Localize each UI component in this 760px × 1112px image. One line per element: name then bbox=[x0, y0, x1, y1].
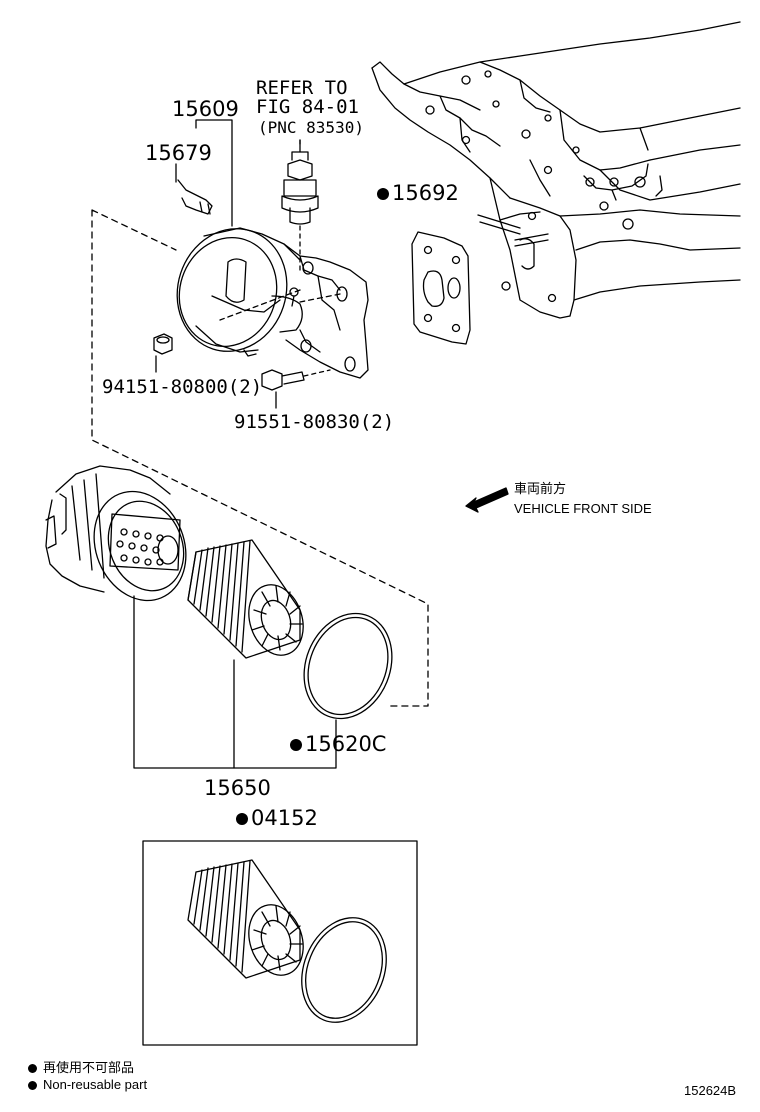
non-reusable-marker bbox=[377, 188, 389, 200]
part-15620C[interactable]: 15620C bbox=[290, 734, 386, 755]
legend-japanese: 再使用不可部品 bbox=[28, 1061, 134, 1074]
oil-filter-housing-drawing bbox=[176, 227, 369, 379]
legend-english-text: Non-reusable part bbox=[43, 1077, 148, 1092]
part-15692-label: 15692 bbox=[392, 181, 459, 205]
front-direction-japanese: 車両前方 bbox=[514, 481, 567, 496]
part-15620C-label: 15620C bbox=[305, 732, 387, 756]
o-ring-kit-drawing bbox=[301, 917, 387, 1023]
non-reusable-marker bbox=[290, 739, 302, 751]
legend-dot bbox=[28, 1064, 37, 1074]
gasket-15692-drawing bbox=[411, 231, 471, 345]
refer-line-3: (PNC 83530) bbox=[258, 118, 364, 137]
clip-15679-drawing bbox=[175, 163, 213, 215]
non-reusable-marker bbox=[236, 813, 248, 825]
refer-line-1: REFER TO bbox=[256, 77, 348, 99]
legend-english: Non-reusable part bbox=[28, 1078, 147, 1091]
bolt-91551-drawing bbox=[261, 369, 331, 409]
front-direction-arrow bbox=[465, 487, 509, 513]
engine-bracket-drawing bbox=[371, 21, 741, 319]
part-04152[interactable]: 04152 bbox=[236, 808, 318, 829]
assembly-dashed-outline bbox=[91, 209, 429, 707]
part-15650[interactable]: 15650 bbox=[204, 776, 271, 800]
part-15692[interactable]: 15692 bbox=[377, 183, 459, 204]
leader-15609 bbox=[195, 119, 233, 227]
part-15679[interactable]: 15679 bbox=[145, 141, 212, 165]
front-direction-english: VEHICLE FRONT SIDE bbox=[514, 501, 652, 516]
o-ring-upper-drawing bbox=[303, 612, 393, 720]
leader-15650 bbox=[133, 595, 337, 769]
legend-japanese-text: 再使用不可部品 bbox=[43, 1060, 135, 1075]
filter-element-drawing bbox=[187, 539, 304, 659]
nut-94151-drawing bbox=[153, 333, 173, 373]
refer-line-2: FIG 84-01 bbox=[256, 96, 359, 118]
part-91551[interactable]: 91551-80830(2) bbox=[234, 411, 395, 433]
kit-box bbox=[142, 840, 418, 1046]
figure-id: 152624B bbox=[684, 1083, 737, 1098]
oil-pressure-switch-drawing bbox=[281, 139, 319, 273]
part-04152-label: 04152 bbox=[251, 806, 318, 830]
filter-cap-drawing bbox=[45, 465, 187, 602]
part-94151[interactable]: 94151-80800(2) bbox=[102, 376, 263, 398]
legend-dot bbox=[28, 1081, 37, 1091]
filter-element-kit-drawing bbox=[187, 859, 304, 979]
part-15609[interactable]: 15609 bbox=[172, 97, 239, 121]
